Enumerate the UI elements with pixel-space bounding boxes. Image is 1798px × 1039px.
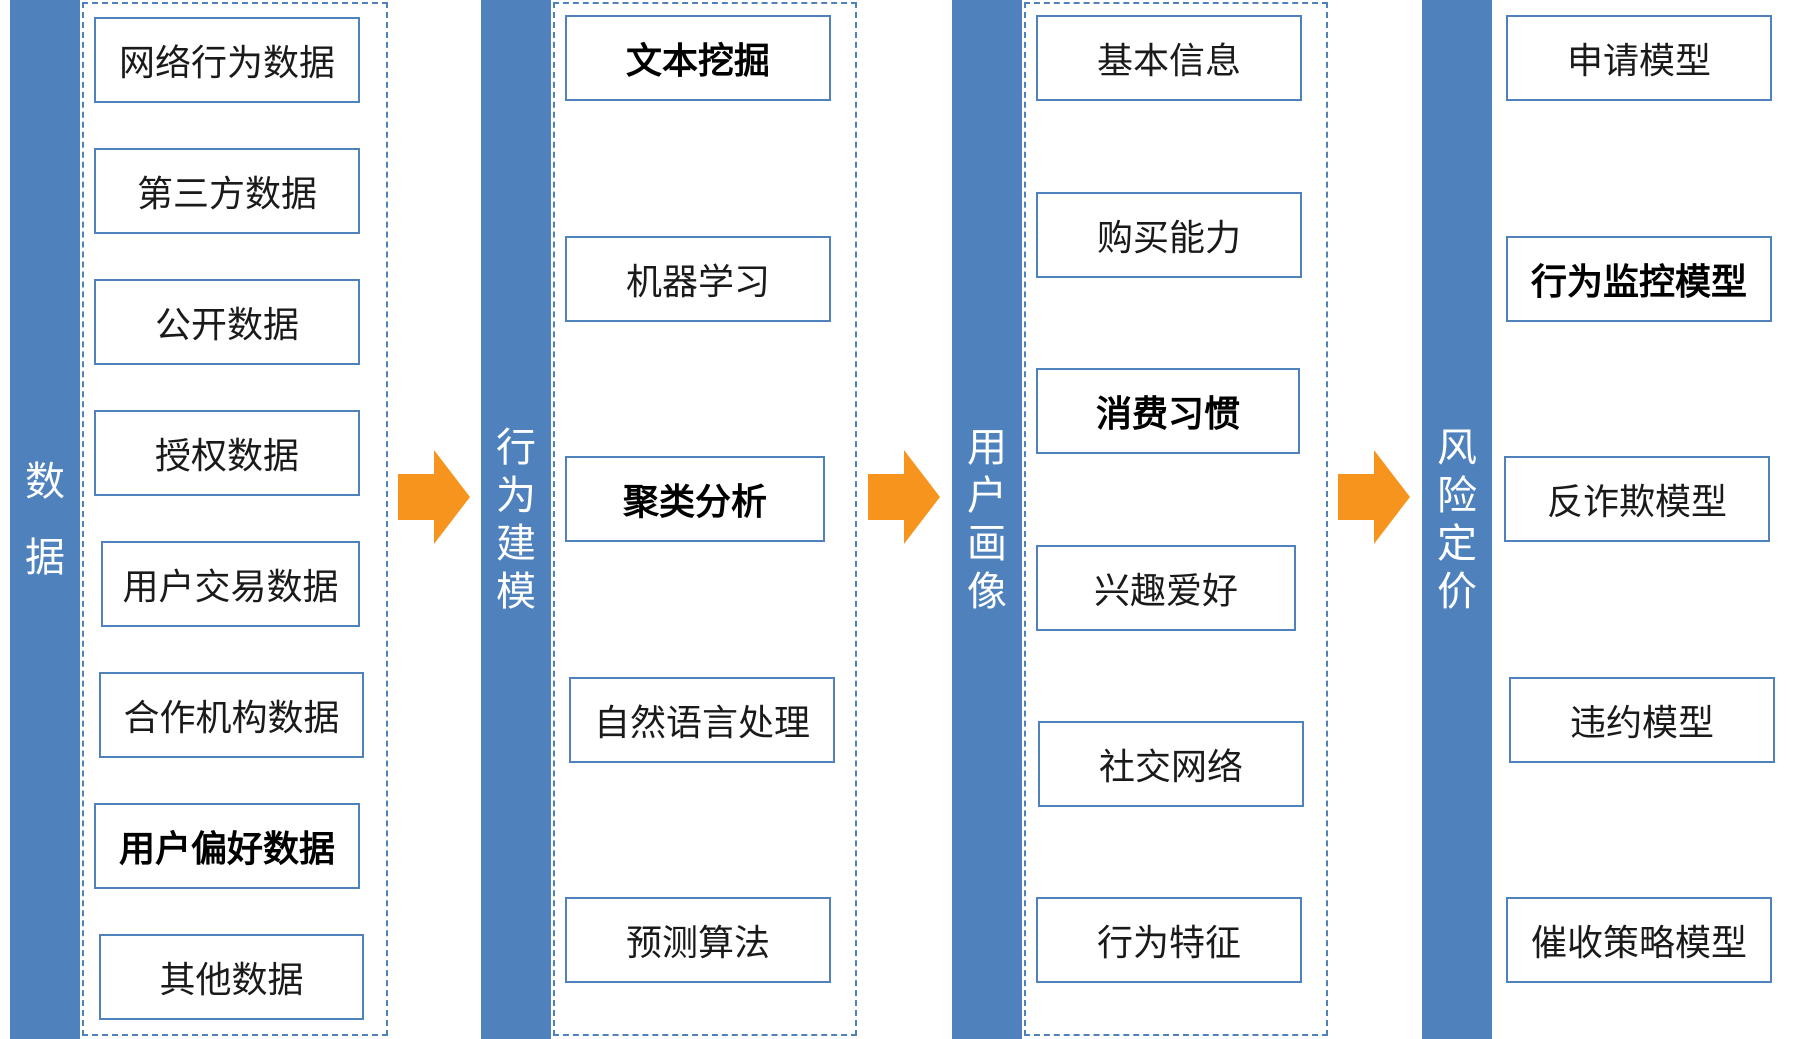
box-collection-strategy-model: 催收策略模型 bbox=[1506, 897, 1772, 983]
stage-title-user-profile: 用 户 画 像 bbox=[967, 424, 1007, 616]
box-machine-learning: 机器学习 bbox=[565, 236, 831, 322]
group-data bbox=[82, 2, 388, 1036]
stage-title-char: 为 bbox=[496, 472, 536, 519]
box-default-model: 违约模型 bbox=[1509, 677, 1775, 763]
stage-title-char: 行 bbox=[496, 424, 536, 471]
arrow-right-icon bbox=[868, 450, 940, 544]
stage-title-char: 建 bbox=[496, 520, 536, 567]
box-cluster-analysis: 聚类分析 bbox=[565, 456, 825, 542]
stage-title-behavior-modeling: 行 为 建 模 bbox=[496, 424, 536, 616]
stage-title-char: 定 bbox=[1437, 520, 1477, 567]
box-public-data: 公开数据 bbox=[94, 279, 360, 365]
box-network-behavior-data: 网络行为数据 bbox=[94, 17, 360, 103]
stage-title-char: 模 bbox=[496, 568, 536, 615]
box-social-network: 社交网络 bbox=[1038, 721, 1304, 807]
box-third-party-data: 第三方数据 bbox=[94, 148, 360, 234]
stage-title-char: 画 bbox=[967, 520, 1007, 567]
box-basic-info: 基本信息 bbox=[1036, 15, 1302, 101]
stage-bar-user-profile: 用 户 画 像 bbox=[952, 0, 1022, 1039]
box-consumption-habits: 消费习惯 bbox=[1036, 368, 1300, 454]
box-prediction-algorithm: 预测算法 bbox=[565, 897, 831, 983]
box-application-model: 申请模型 bbox=[1506, 15, 1772, 101]
stage-title-char: 险 bbox=[1437, 472, 1477, 519]
stage-bar-data: 数 据 bbox=[10, 0, 80, 1039]
box-behavior-features: 行为特征 bbox=[1036, 897, 1302, 983]
stage-title-char: 户 bbox=[967, 472, 1007, 519]
box-nlp: 自然语言处理 bbox=[569, 677, 835, 763]
box-authorized-data: 授权数据 bbox=[94, 410, 360, 496]
stage-bar-risk-pricing: 风 险 定 价 bbox=[1422, 0, 1492, 1039]
stage-title-char: 数 bbox=[25, 458, 65, 505]
box-partner-institution-data: 合作机构数据 bbox=[99, 672, 364, 758]
stage-title-char: 据 bbox=[25, 534, 65, 581]
stage-title-char: 像 bbox=[967, 568, 1007, 615]
box-purchasing-power: 购买能力 bbox=[1036, 192, 1302, 278]
box-text-mining: 文本挖掘 bbox=[565, 15, 831, 101]
stage-title-risk-pricing: 风 险 定 价 bbox=[1437, 424, 1477, 616]
stage-title-char: 用 bbox=[967, 424, 1007, 471]
stage-title-char: 价 bbox=[1437, 568, 1477, 615]
arrow-right-icon bbox=[398, 450, 470, 544]
arrow-right-icon bbox=[1338, 450, 1410, 544]
stage-bar-behavior-modeling: 行 为 建 模 bbox=[481, 0, 551, 1039]
group-behavior-modeling bbox=[553, 2, 857, 1036]
box-user-transaction-data: 用户交易数据 bbox=[101, 541, 360, 627]
box-anti-fraud-model: 反诈欺模型 bbox=[1504, 456, 1770, 542]
box-user-preference-data: 用户偏好数据 bbox=[94, 803, 360, 889]
box-behavior-monitoring-model: 行为监控模型 bbox=[1506, 236, 1772, 322]
group-user-profile bbox=[1024, 2, 1328, 1036]
stage-title-data: 数 据 bbox=[25, 430, 65, 610]
box-interests: 兴趣爱好 bbox=[1036, 545, 1296, 631]
box-other-data: 其他数据 bbox=[99, 934, 364, 1020]
stage-title-char: 风 bbox=[1437, 424, 1477, 471]
